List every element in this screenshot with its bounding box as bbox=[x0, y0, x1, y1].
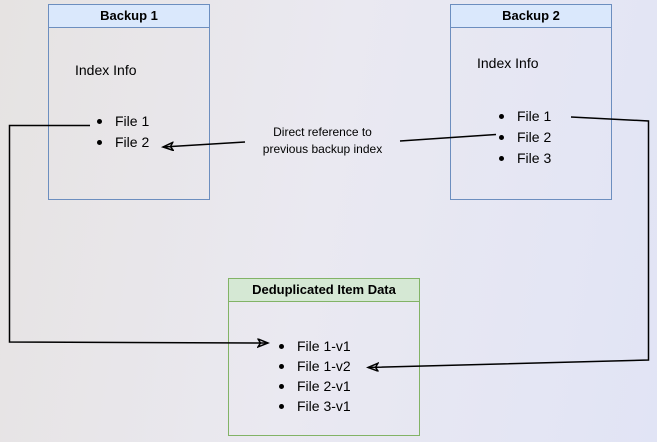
backup2-box: Backup 2 Index Info File 1 File 2 File 3 bbox=[450, 4, 612, 200]
dedup-box: Deduplicated Item Data File 1-v1 File 1-… bbox=[228, 278, 420, 436]
list-item-file1: File 1 bbox=[89, 111, 149, 132]
backup1-box: Backup 1 Index Info File 1 File 2 bbox=[48, 4, 210, 200]
backup1-file-list: File 1 File 2 bbox=[89, 111, 149, 153]
backup2-index-info-label: Index Info bbox=[477, 55, 539, 71]
list-item-file1: File 1 bbox=[491, 106, 551, 127]
list-item-file3: File 3 bbox=[491, 148, 551, 169]
dedup-header: Deduplicated Item Data bbox=[229, 279, 419, 302]
backup2-title: Backup 2 bbox=[502, 8, 560, 23]
dedup-title: Deduplicated Item Data bbox=[252, 282, 396, 297]
list-item-file3-v1: File 3-v1 bbox=[271, 396, 351, 416]
list-item-file2-v1: File 2-v1 bbox=[271, 376, 351, 396]
backup2-file-list: File 1 File 2 File 3 bbox=[491, 106, 551, 169]
dedup-file-list: File 1-v1 File 1-v2 File 2-v1 File 3-v1 bbox=[271, 336, 351, 416]
backup2-header: Backup 2 bbox=[451, 5, 611, 28]
list-item-file1-v1: File 1-v1 bbox=[271, 336, 351, 356]
list-item-file1-v2: File 1-v2 bbox=[271, 356, 351, 376]
backup1-index-info-label: Index Info bbox=[75, 62, 137, 78]
backup1-title: Backup 1 bbox=[100, 8, 158, 23]
backup1-header: Backup 1 bbox=[49, 5, 209, 28]
direct-reference-label-line2: previous backup index bbox=[262, 142, 383, 156]
direct-reference-label: Direct reference to previous backup inde… bbox=[240, 124, 405, 158]
list-item-file2: File 2 bbox=[89, 132, 149, 153]
direct-reference-label-line1: Direct reference to bbox=[273, 125, 372, 139]
list-item-file2: File 2 bbox=[491, 127, 551, 148]
